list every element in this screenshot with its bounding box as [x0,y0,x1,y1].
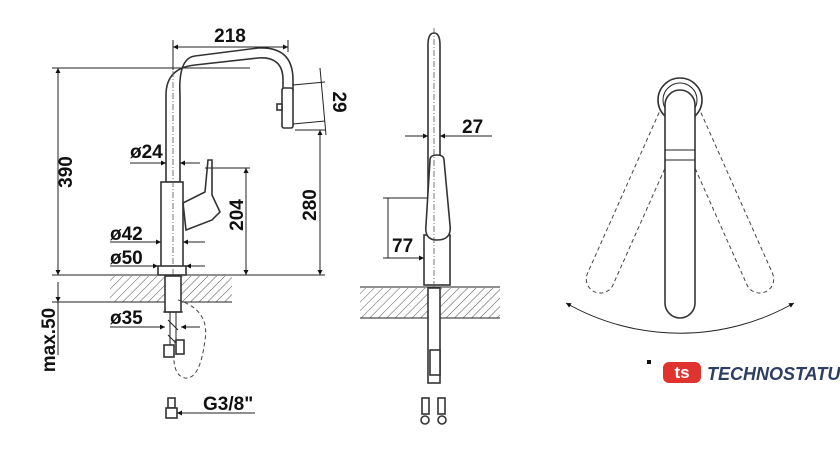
svg-text:ts: ts [674,363,689,382]
body-side [423,234,451,286]
dim-max50: max.50 [39,308,60,372]
dim-27: 27 [462,117,483,138]
top-view [565,77,795,334]
front-view: 218 390 29 280 204 ø24 ø42 ø50 ø35 max.5… [39,26,349,419]
dim-204: 204 [227,199,248,231]
dim-o50: ø50 [110,248,143,269]
logo-name: TECHNOSTATUS [707,364,840,384]
side-view: 27 77 [360,28,500,425]
dim-o42: ø42 [110,224,143,245]
body [160,181,184,269]
dim-o24: ø24 [130,142,163,163]
dim-390: 390 [56,156,77,188]
spout-head [281,87,294,129]
technostatus-logo: ts TECHNOSTATUS [647,360,840,384]
dim-77: 77 [392,236,413,257]
dim-218: 218 [214,26,246,47]
dim-g38: G3/8" [203,394,253,415]
logo-mark [663,362,701,383]
dim-o35: ø35 [110,308,143,329]
swivel-arc [565,302,795,334]
spout-top [664,89,696,319]
dim-280: 280 [300,189,321,221]
lever-side [424,154,452,241]
lever [182,159,221,232]
dim-29: 29 [328,91,349,112]
